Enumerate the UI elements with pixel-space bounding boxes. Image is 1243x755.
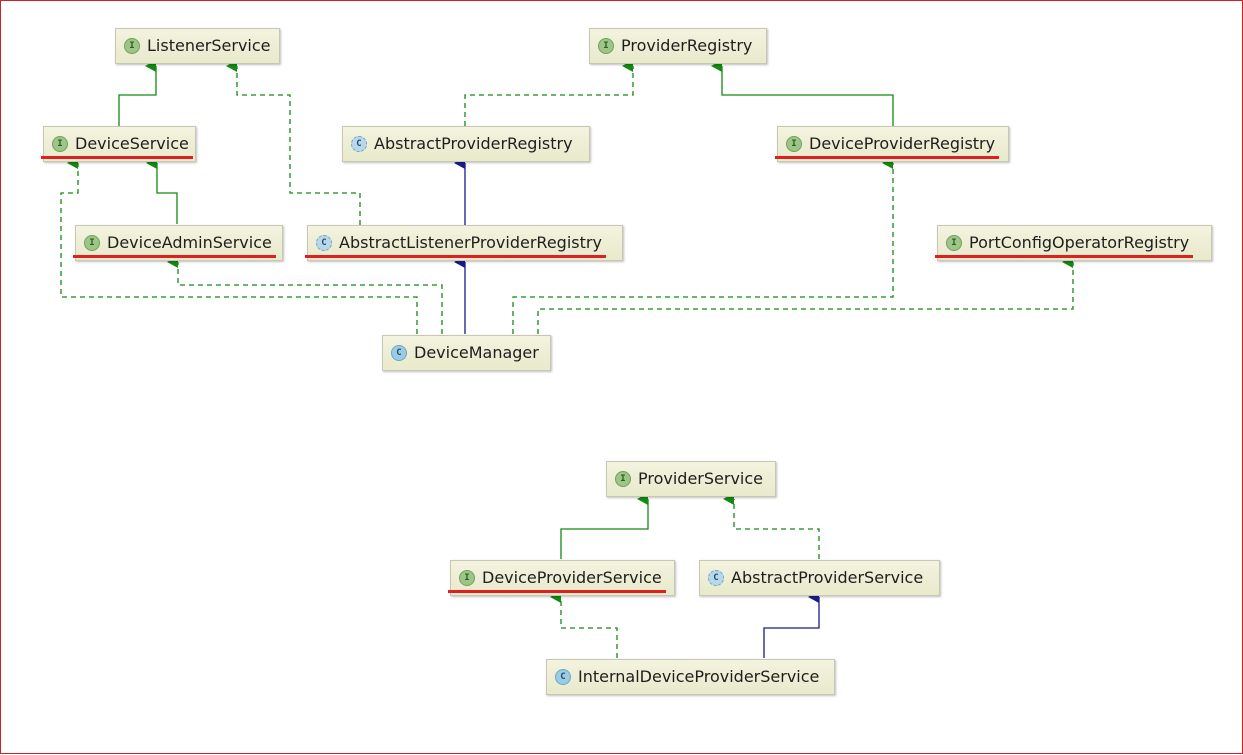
node-label: DeviceService	[41, 133, 193, 159]
node-label: DeviceProviderRegistry	[774, 133, 1000, 159]
interface-icon: I	[786, 136, 802, 152]
edge-deviceadminservice-deviceservice	[146, 157, 178, 224]
edge-internaldeviceproviderservice-deviceproviderservice	[550, 591, 618, 658]
node-listener-service[interactable]: I ListenerService	[115, 28, 280, 64]
class-icon: C	[391, 345, 407, 361]
edge-devicemanager-deviceadminservice	[167, 256, 443, 334]
edge-deviceproviderservice-providerservice	[560, 493, 649, 559]
edge-abstractproviderregistry-providerregistry	[464, 60, 634, 126]
edge-deviceproviderregistry-providerregistry	[711, 60, 894, 126]
node-port-config-operator-registry[interactable]: I PortConfigOperatorRegistry	[934, 225, 1212, 261]
interface-icon: I	[598, 38, 614, 54]
node-abstract-provider-service[interactable]: C AbstractProviderService	[699, 560, 940, 596]
edge-devicemanager-deviceproviderregistry	[512, 157, 894, 334]
interface-icon: I	[459, 570, 475, 586]
interface-icon: I	[615, 471, 631, 487]
edge-internaldeviceproviderservice-abstractproviderservice	[763, 591, 820, 658]
node-device-service[interactable]: I DeviceService	[41, 126, 196, 162]
interface-icon: I	[52, 136, 68, 152]
interface-icon: I	[84, 235, 100, 251]
edge-devicemanager-portconfigoperatorregistry	[537, 256, 1074, 334]
edge-abstractproviderservice-providerservice	[723, 493, 820, 559]
node-device-admin-service[interactable]: I DeviceAdminService	[73, 225, 283, 261]
node-abstract-provider-registry[interactable]: C AbstractProviderRegistry	[342, 126, 590, 162]
edge-deviceservice-listenerservice	[118, 60, 157, 126]
class-icon: C	[555, 669, 571, 685]
node-label: DeviceProviderService	[448, 567, 666, 593]
node-label: ProviderService	[638, 468, 764, 488]
abstract-class-icon: C	[708, 570, 724, 586]
abstract-class-icon: C	[351, 136, 367, 152]
node-label: PortConfigOperatorRegistry	[934, 232, 1194, 258]
interface-icon: I	[124, 38, 140, 54]
interface-icon: I	[946, 235, 962, 251]
node-label: AbstractProviderRegistry	[374, 133, 573, 153]
node-device-provider-registry[interactable]: I DeviceProviderRegistry	[774, 126, 1009, 162]
node-label: AbstractListenerProviderRegistry	[305, 232, 606, 258]
node-label: InternalDeviceProviderService	[578, 666, 820, 686]
node-internal-device-provider-service[interactable]: C InternalDeviceProviderService	[546, 659, 835, 695]
node-label: ProviderRegistry	[621, 35, 753, 55]
node-label: ListenerService	[147, 35, 271, 55]
node-label: DeviceManager	[414, 342, 539, 362]
node-label: AbstractProviderService	[731, 567, 924, 587]
abstract-class-icon: C	[316, 235, 332, 251]
node-abstract-listener-provider-registry[interactable]: C AbstractListenerProviderRegistry	[305, 225, 623, 261]
node-device-provider-service[interactable]: I DeviceProviderService	[448, 560, 675, 596]
edge-devicemanager-deviceservice	[60, 157, 418, 334]
node-label: DeviceAdminService	[73, 232, 276, 258]
node-device-manager[interactable]: C DeviceManager	[382, 335, 551, 371]
node-provider-service[interactable]: I ProviderService	[606, 461, 776, 497]
node-provider-registry[interactable]: I ProviderRegistry	[589, 28, 767, 64]
